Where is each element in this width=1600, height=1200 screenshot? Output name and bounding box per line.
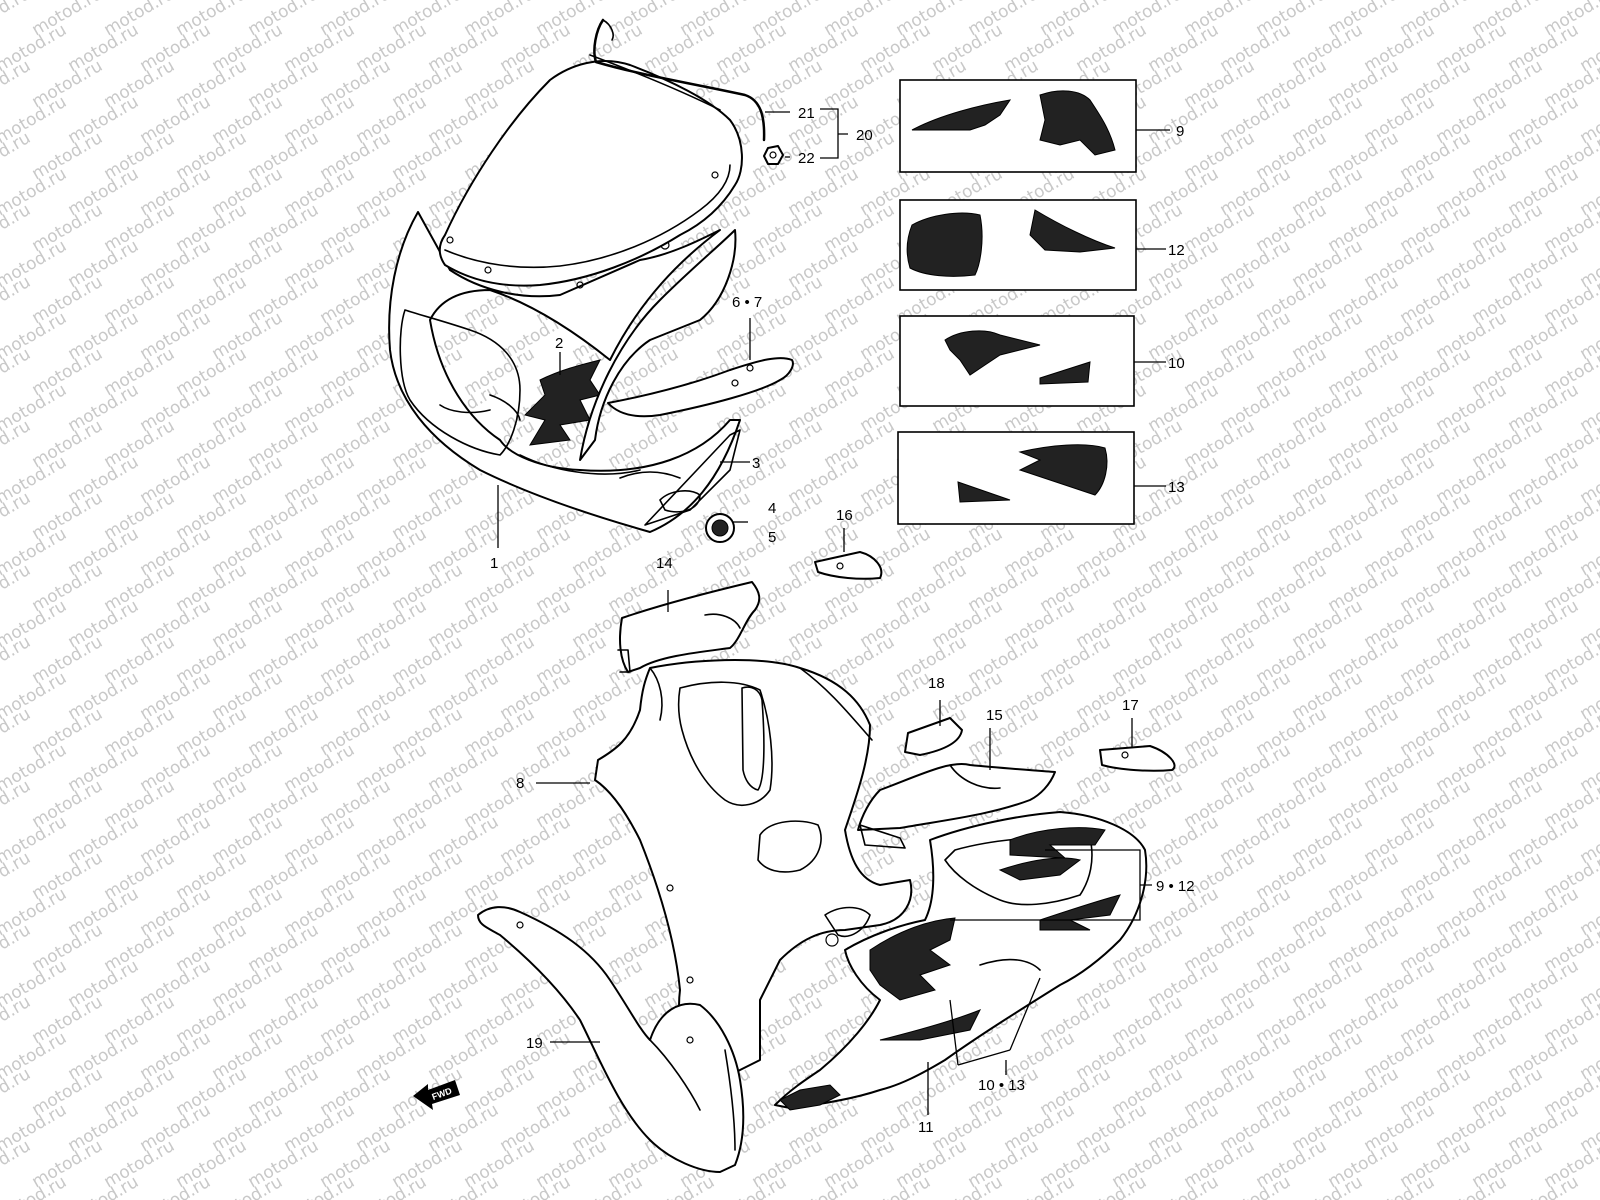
grommet <box>705 513 735 543</box>
callout-10: 10 <box>1168 355 1185 372</box>
callout-10-13: 10 • 13 <box>978 1077 1025 1094</box>
callout-22: 22 <box>798 150 815 167</box>
lower-cover <box>477 906 745 1173</box>
callout-9-12: 9 • 12 <box>1156 878 1195 895</box>
decal-box-9 <box>899 79 1137 173</box>
callout-19: 19 <box>526 1035 543 1052</box>
callout-2: 2 <box>555 335 563 352</box>
callout-11: 11 <box>918 1119 934 1136</box>
windscreen-nut <box>763 145 784 165</box>
side-cowling <box>594 659 913 1081</box>
callout-4: 4 <box>768 500 776 517</box>
callout-8: 8 <box>516 775 524 792</box>
callout-3: 3 <box>752 455 760 472</box>
callout-12: 12 <box>1168 242 1185 259</box>
windscreen <box>438 54 743 289</box>
callout-1: 1 <box>490 555 498 572</box>
decal-box-10 <box>899 315 1135 407</box>
callout-20: 20 <box>856 127 873 144</box>
leader-lines <box>497 108 1170 1115</box>
callout-17: 17 <box>1122 697 1139 714</box>
callout-labels: 1 2 3 4 5 6 • 7 8 9 10 11 12 13 14 15 16… <box>490 105 1195 1136</box>
decal-box-12 <box>899 199 1137 291</box>
callout-16: 16 <box>836 507 853 524</box>
callout-5: 5 <box>768 529 776 546</box>
cushion-17 <box>1099 745 1176 772</box>
callout-14: 14 <box>656 555 673 572</box>
inner-cover-panel <box>607 357 794 418</box>
cowling-panel-14 <box>617 581 761 673</box>
windscreen-trim <box>593 18 766 142</box>
decal-box-13 <box>897 431 1135 525</box>
forward-arrow: FWD <box>413 1080 460 1110</box>
callout-13: 13 <box>1168 479 1185 496</box>
cushion-18 <box>904 717 963 756</box>
under-cowling <box>774 811 1148 1111</box>
callout-9: 9 <box>1176 123 1184 140</box>
cushion-16 <box>814 551 883 580</box>
upper-cowling <box>388 211 741 533</box>
cover-15 <box>857 763 1056 849</box>
callout-18: 18 <box>928 675 945 692</box>
watermark-text: motod.ru <box>0 0 34 40</box>
callout-15: 15 <box>986 707 1003 724</box>
callout-6-7: 6 • 7 <box>732 294 762 311</box>
callout-21: 21 <box>798 105 815 122</box>
watermark-text: motod.ru <box>1577 0 1600 4</box>
